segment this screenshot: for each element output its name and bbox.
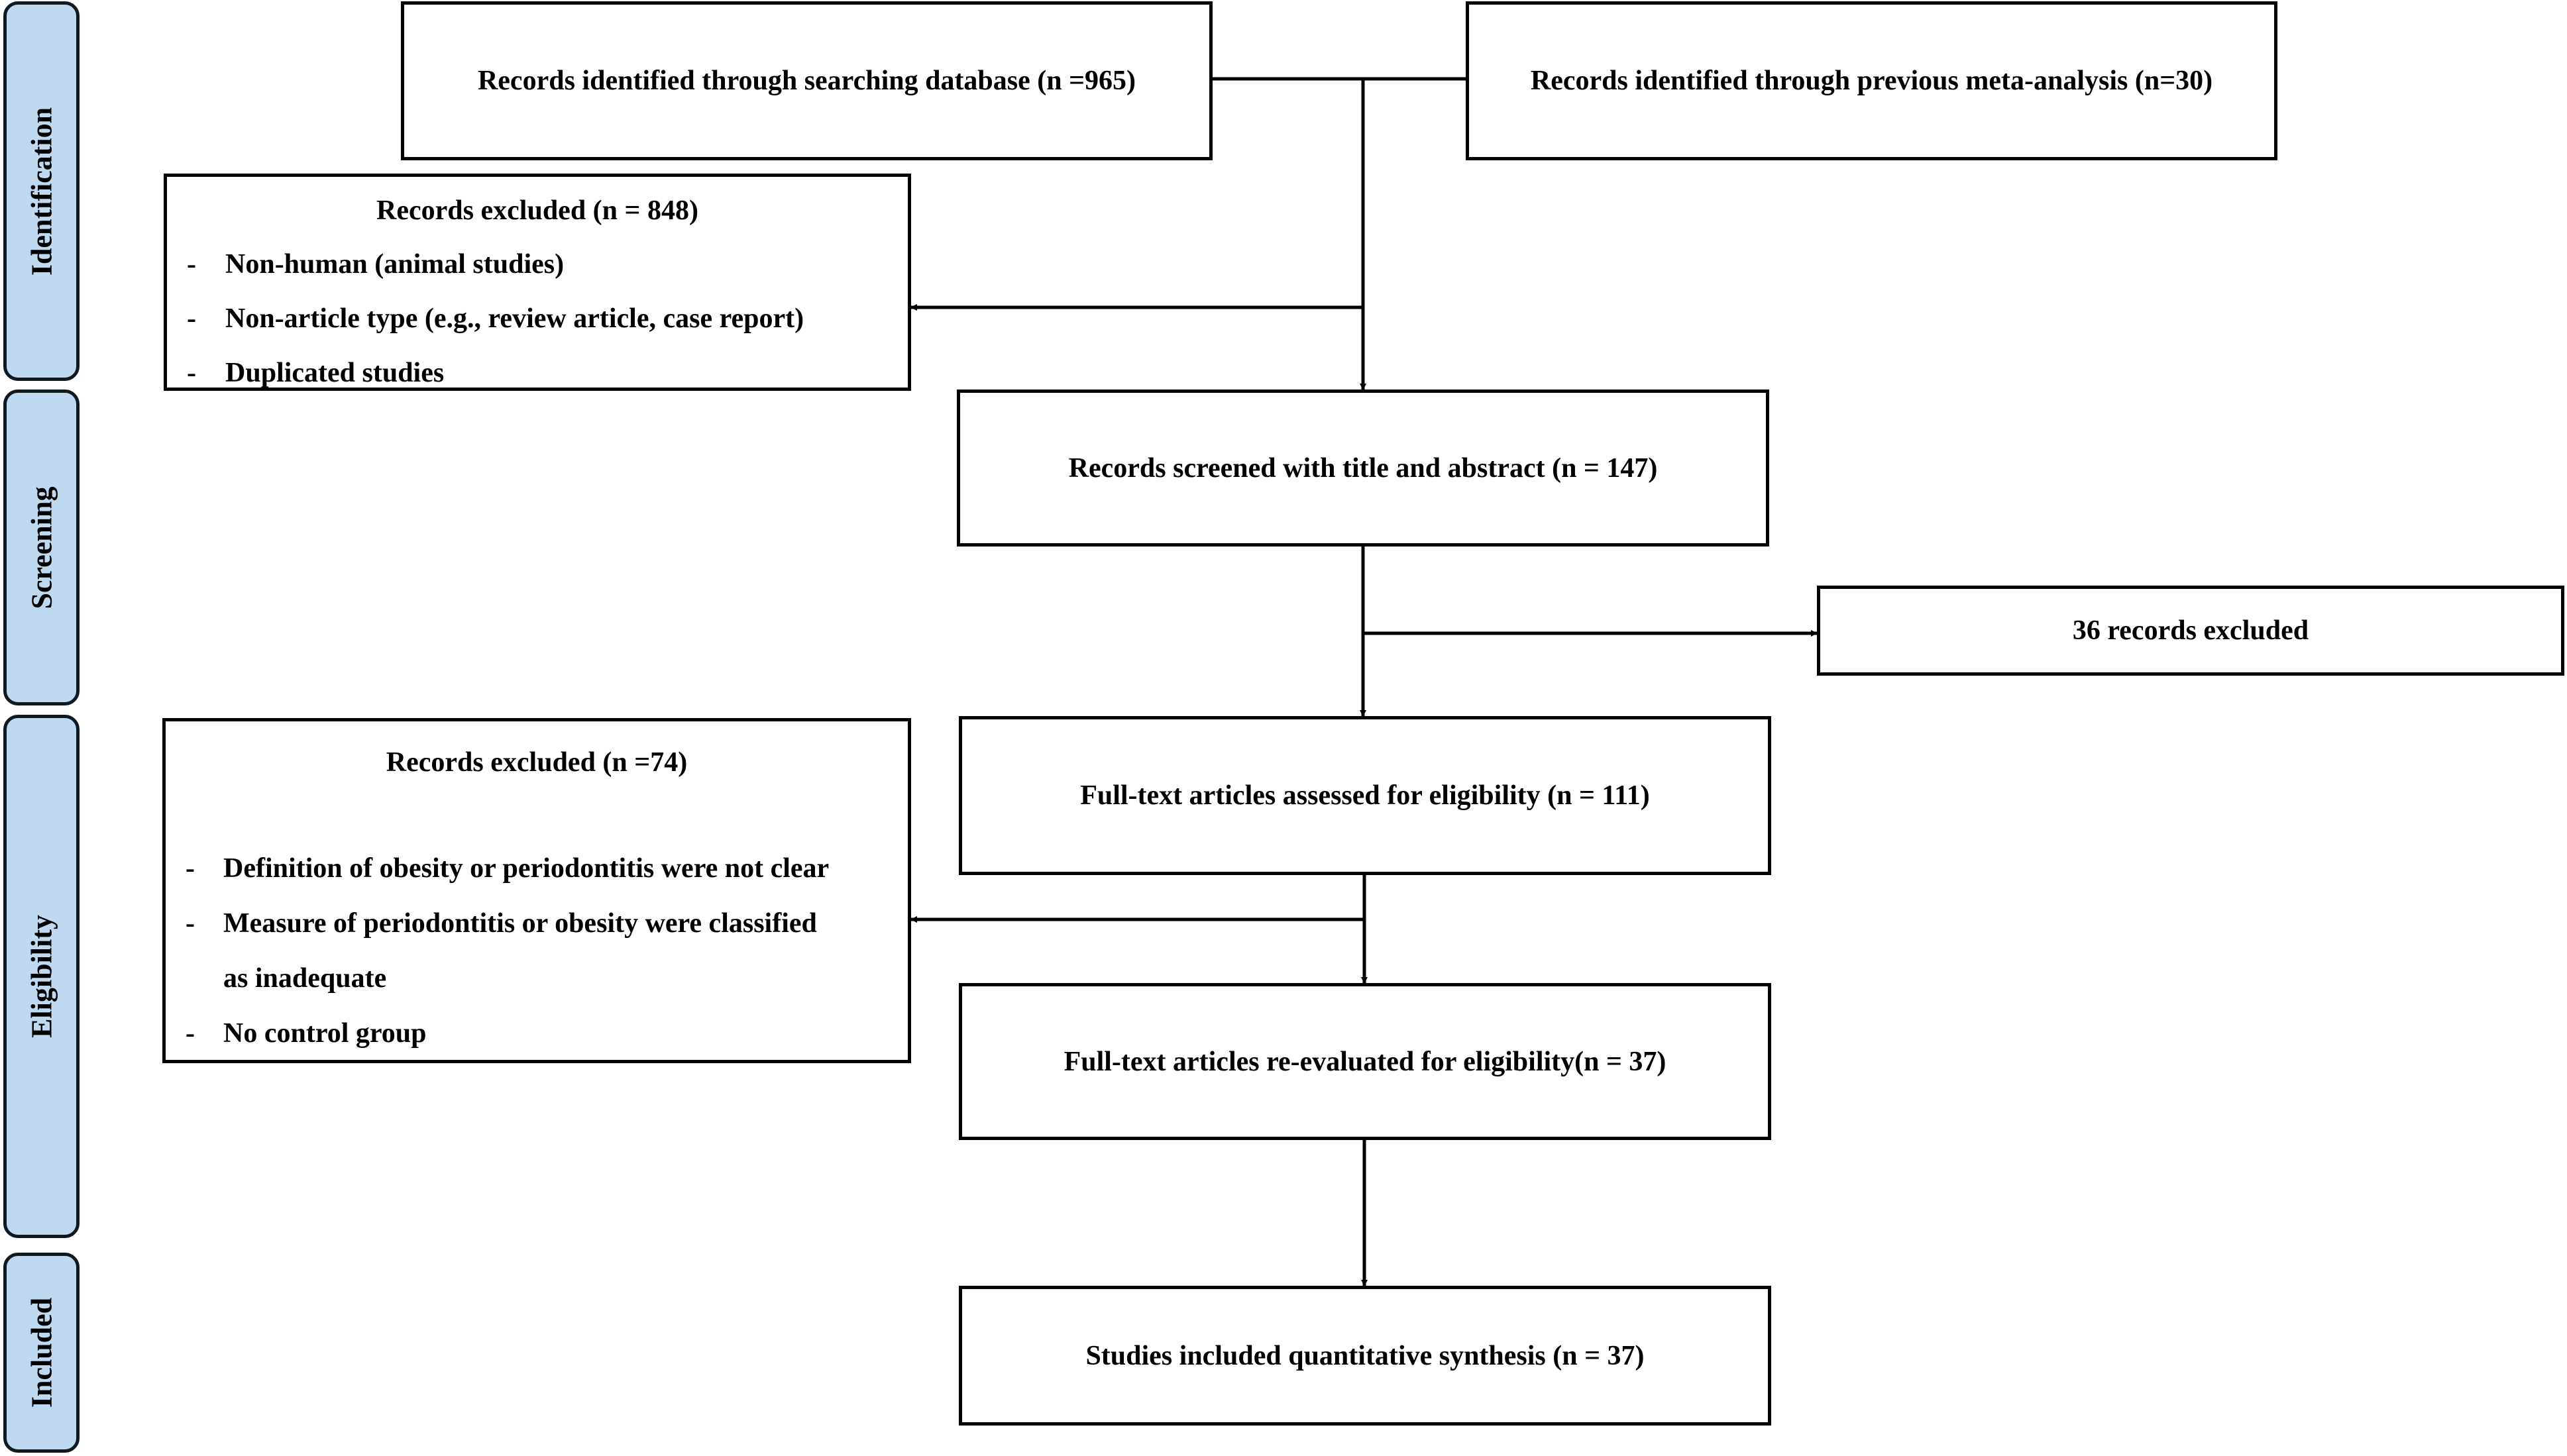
stage-screening: Screening bbox=[3, 390, 80, 705]
excluded-74-title: Records excluded (n =74) bbox=[386, 747, 688, 778]
box-reevaluated-text: Full-text articles re-evaluated for elig… bbox=[1064, 1046, 1666, 1077]
excluded-848-dash-3: - bbox=[187, 358, 196, 388]
box-included: Studies included quantitative synthesis … bbox=[959, 1286, 1771, 1426]
box-reevaluated: Full-text articles re-evaluated for elig… bbox=[959, 983, 1771, 1140]
excluded-848-item: Duplicated studies bbox=[225, 358, 445, 388]
excluded-848-title: Records excluded (n = 848) bbox=[376, 195, 698, 226]
box-excluded-74: Records excluded (n =74) - Definition of… bbox=[162, 718, 911, 1063]
box-excluded-36-text: 36 records excluded bbox=[2072, 615, 2309, 646]
box-excluded-36: 36 records excluded bbox=[1817, 586, 2564, 676]
box-fulltext-assessed-text: Full-text articles assessed for eligibil… bbox=[1080, 780, 1650, 811]
excluded-74-dash-4: - bbox=[186, 1018, 195, 1049]
excluded-848-dash-1: - bbox=[187, 249, 196, 280]
box-previous-meta-analysis-text: Records identified through previous meta… bbox=[1530, 66, 2213, 96]
excluded-848-item: Non-human (animal studies) bbox=[225, 249, 565, 280]
excluded-74-item: No control group bbox=[223, 1018, 427, 1049]
excluded-74-item: as inadequate bbox=[223, 963, 387, 994]
excluded-74-dash-1: - bbox=[186, 853, 195, 884]
stage-eligibility: Eligibility bbox=[3, 715, 80, 1238]
box-db-search-text: Records identified through searching dat… bbox=[477, 66, 1136, 96]
excluded-848-dash-2: - bbox=[187, 303, 196, 334]
excluded-74-item: Measure of periodontitis or obesity were… bbox=[223, 908, 817, 939]
excluded-74-dash-2: - bbox=[186, 908, 195, 939]
box-excluded-848: Records excluded (n = 848) - Non-human (… bbox=[164, 174, 911, 391]
box-screened: Records screened with title and abstract… bbox=[957, 390, 1769, 546]
box-fulltext-assessed: Full-text articles assessed for eligibil… bbox=[959, 716, 1771, 875]
stage-included: Included bbox=[3, 1253, 80, 1453]
box-screened-text: Records screened with title and abstract… bbox=[1068, 452, 1658, 484]
excluded-848-item: Non-article type (e.g., review article, … bbox=[225, 303, 804, 334]
stage-identification: Identification bbox=[3, 1, 80, 381]
box-previous-meta-analysis: Records identified through previous meta… bbox=[1466, 1, 2277, 160]
box-db-search: Records identified through searching dat… bbox=[401, 1, 1213, 160]
excluded-74-item: Definition of obesity or periodontitis w… bbox=[223, 853, 830, 884]
box-included-text: Studies included quantitative synthesis … bbox=[1085, 1340, 1645, 1371]
